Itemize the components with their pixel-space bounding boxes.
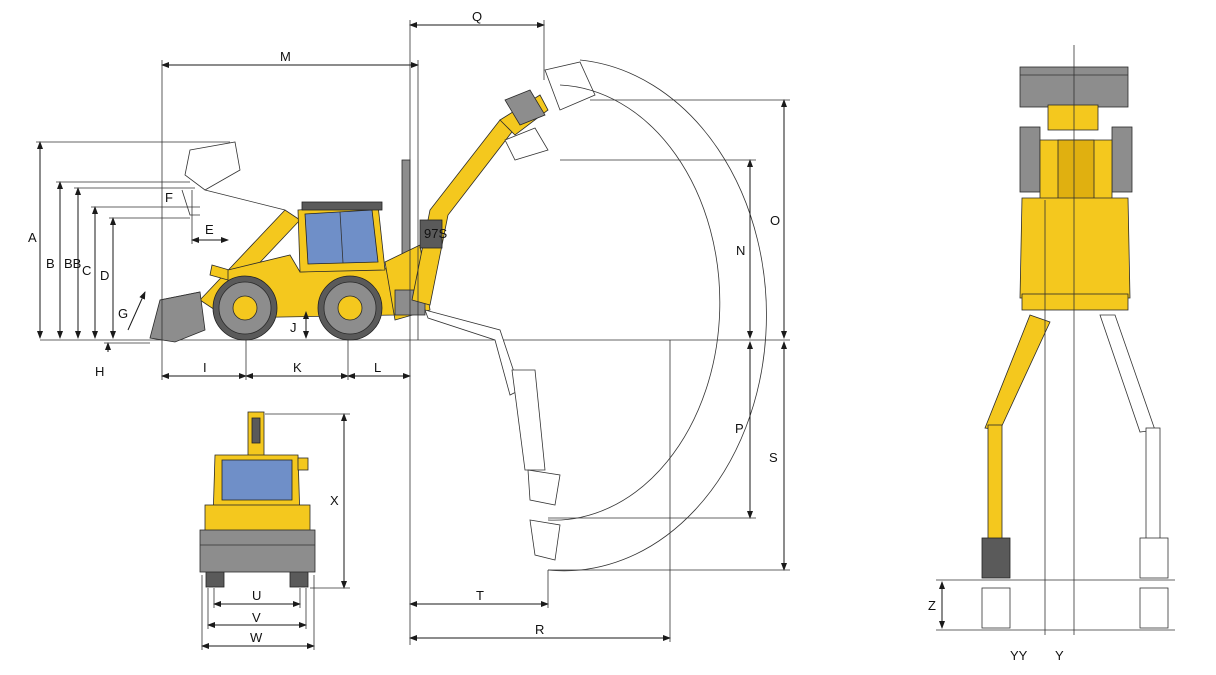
dim-label-a: A — [28, 230, 37, 245]
dim-label-x: X — [330, 493, 339, 508]
top-view-dimensions: Z YY Y — [928, 579, 1175, 663]
dim-label-u: U — [252, 588, 261, 603]
dim-label-t: T — [476, 588, 484, 603]
front-view-dimensions: U V W X — [201, 413, 350, 650]
dim-label-c: C — [82, 263, 91, 278]
dim-label-d: D — [100, 268, 109, 283]
dim-label-y: Y — [1055, 648, 1064, 663]
dim-label-b: B — [46, 256, 55, 271]
dim-label-r: R — [535, 622, 544, 637]
dim-label-i: I — [203, 360, 207, 375]
side-view-dimensions: A B BB C D E F G H I J K L M N O P Q R S… — [28, 9, 790, 645]
dim-label-z: Z — [928, 598, 936, 613]
front-view-machine — [199, 411, 316, 588]
dim-label-g: G — [118, 306, 128, 321]
dim-label-p: P — [735, 421, 744, 436]
model-badge-text: 97S — [424, 226, 447, 241]
top-view-machine — [981, 45, 1169, 635]
dim-label-k: K — [293, 360, 302, 375]
dim-label-bb: BB — [64, 256, 81, 271]
dim-label-l: L — [374, 360, 381, 375]
dim-label-j: J — [290, 320, 297, 335]
dim-label-f: F — [165, 190, 173, 205]
dim-label-h: H — [95, 364, 104, 379]
side-view-machine: 97S — [40, 59, 790, 572]
dim-label-o: O — [770, 213, 780, 228]
dim-label-n: N — [736, 243, 745, 258]
dim-label-m: M — [280, 49, 291, 64]
dim-label-v: V — [252, 610, 261, 625]
dim-label-yy: YY — [1010, 648, 1028, 663]
dim-label-s: S — [769, 450, 778, 465]
dim-label-w: W — [250, 630, 263, 645]
dim-label-e: E — [205, 222, 214, 237]
dim-label-q: Q — [472, 9, 482, 24]
